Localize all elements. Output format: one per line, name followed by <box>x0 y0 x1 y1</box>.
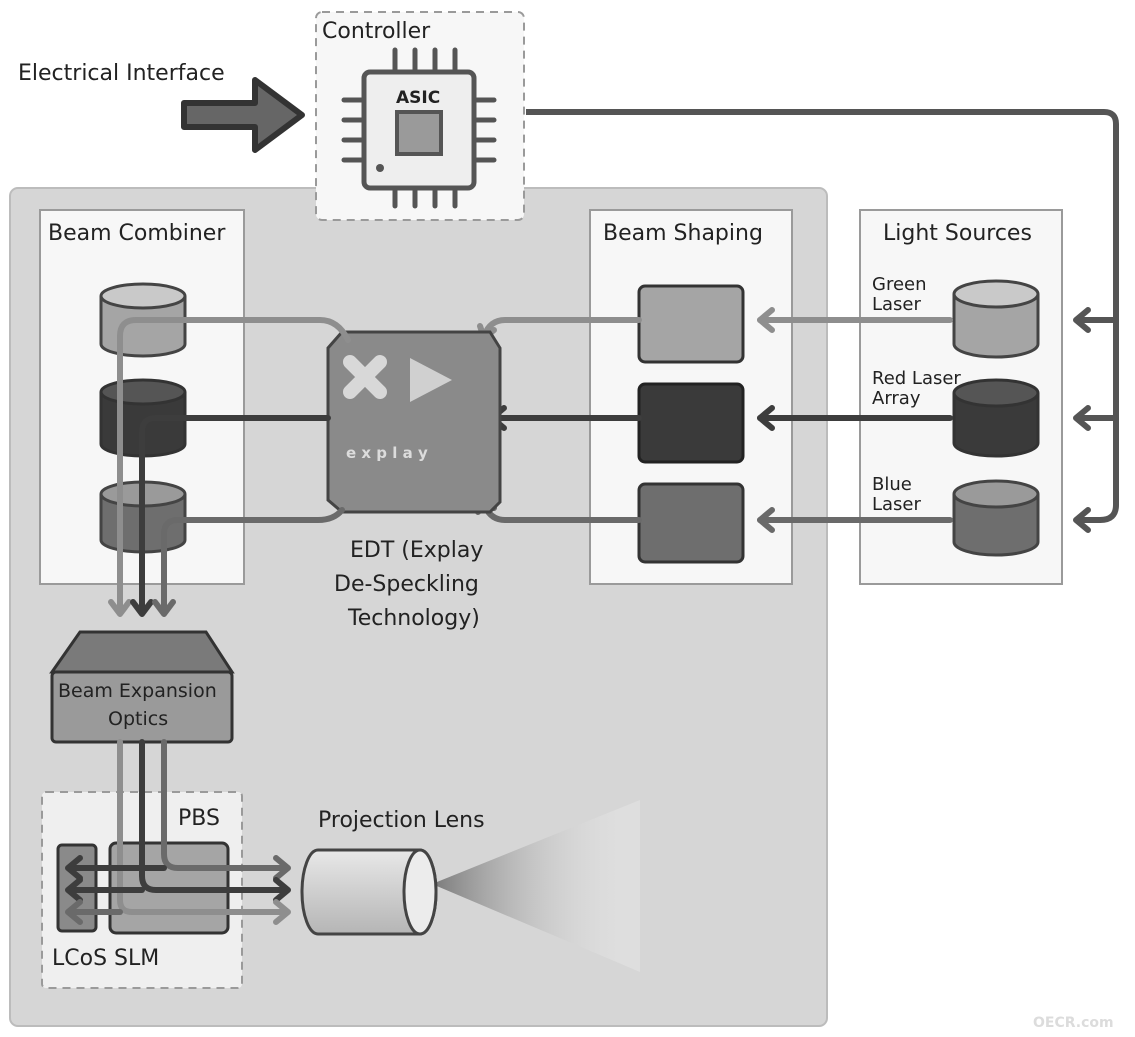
blue-shaper-block <box>637 482 745 564</box>
green-laser-label-1: Green <box>872 274 927 295</box>
pbs-label: PBS <box>178 806 220 831</box>
red-laser-label-2: Array <box>872 388 921 409</box>
edt-label-2: De-Speckling <box>334 572 479 597</box>
watermark-text: OECR.com <box>1033 1015 1114 1031</box>
beam-expansion-optics-block <box>49 630 235 744</box>
lcos-slm-label: LCoS SLM <box>52 946 159 971</box>
green-shaper-block <box>637 284 745 364</box>
controller-title: Controller <box>322 19 431 44</box>
control-wire <box>526 109 1119 523</box>
asic-chip-icon <box>341 47 497 209</box>
beam-combiner-title: Beam Combiner <box>48 221 226 246</box>
blue-laser-label-1: Blue <box>872 474 912 495</box>
beam-expansion-label-2: Optics <box>108 708 168 730</box>
electrical-interface-label: Electrical Interface <box>18 61 225 86</box>
green-laser-icon <box>952 279 1040 359</box>
asic-label: ASIC <box>396 88 440 108</box>
edt-label-3: Technology) <box>347 606 480 631</box>
light-sources-title: Light Sources <box>883 221 1032 246</box>
edt-block: e x p l a y <box>326 330 502 514</box>
pbs-beams <box>65 739 291 925</box>
electrical-interface-arrow-icon <box>181 77 305 153</box>
green-laser-label-2: Laser <box>872 294 922 315</box>
beam-expansion-label-1: Beam Expansion <box>58 680 217 702</box>
projection-lens-icon <box>300 848 438 936</box>
laser-to-shaper-beams <box>757 307 953 533</box>
projection-beam-cone <box>432 800 640 972</box>
control-arrows <box>1073 307 1119 533</box>
blue-laser-icon <box>952 479 1040 557</box>
red-laser-label-1: Red Laser <box>872 368 961 389</box>
explay-logo-text: e x p l a y <box>346 444 428 462</box>
red-laser-icon <box>952 378 1040 458</box>
projection-lens-label: Projection Lens <box>318 808 485 833</box>
blue-laser-label-2: Laser <box>872 494 922 515</box>
edt-label-1: EDT (Explay <box>350 538 483 563</box>
beam-shaping-title: Beam Shaping <box>603 221 763 246</box>
red-shaper-block <box>637 382 745 464</box>
edt-to-combiner-beams <box>108 317 351 617</box>
